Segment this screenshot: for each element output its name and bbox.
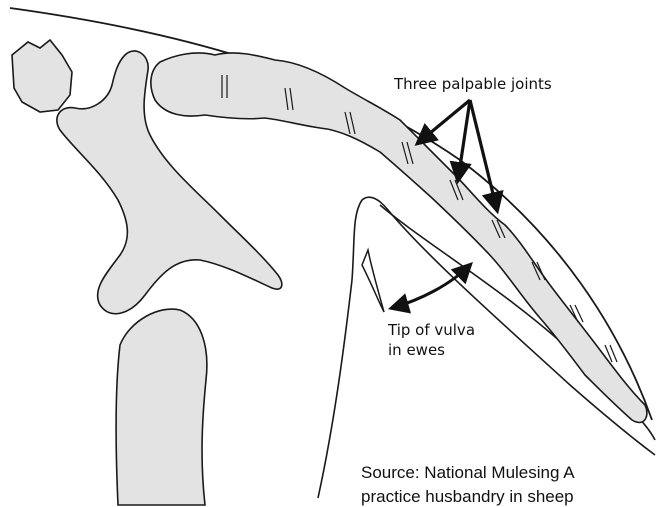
bone-fragment — [12, 40, 72, 112]
arrow-joint-1 — [418, 100, 470, 143]
source-line-2: practice husbandry in sheep — [361, 487, 659, 507]
label-three-palpable-joints: Three palpable joints — [394, 76, 552, 93]
femur-bone — [116, 309, 207, 505]
vulva-distance-arrow — [392, 265, 470, 308]
skin-outline-upper — [10, 8, 652, 420]
arrow-joint-3 — [470, 100, 497, 210]
label-in-ewes: in ewes — [388, 342, 445, 359]
vulva-tip — [362, 250, 384, 312]
source-line-1: Source: National Mulesing A — [361, 463, 659, 483]
arrow-joint-2 — [458, 100, 470, 180]
label-tip-of-vulva: Tip of vulva — [388, 322, 475, 339]
